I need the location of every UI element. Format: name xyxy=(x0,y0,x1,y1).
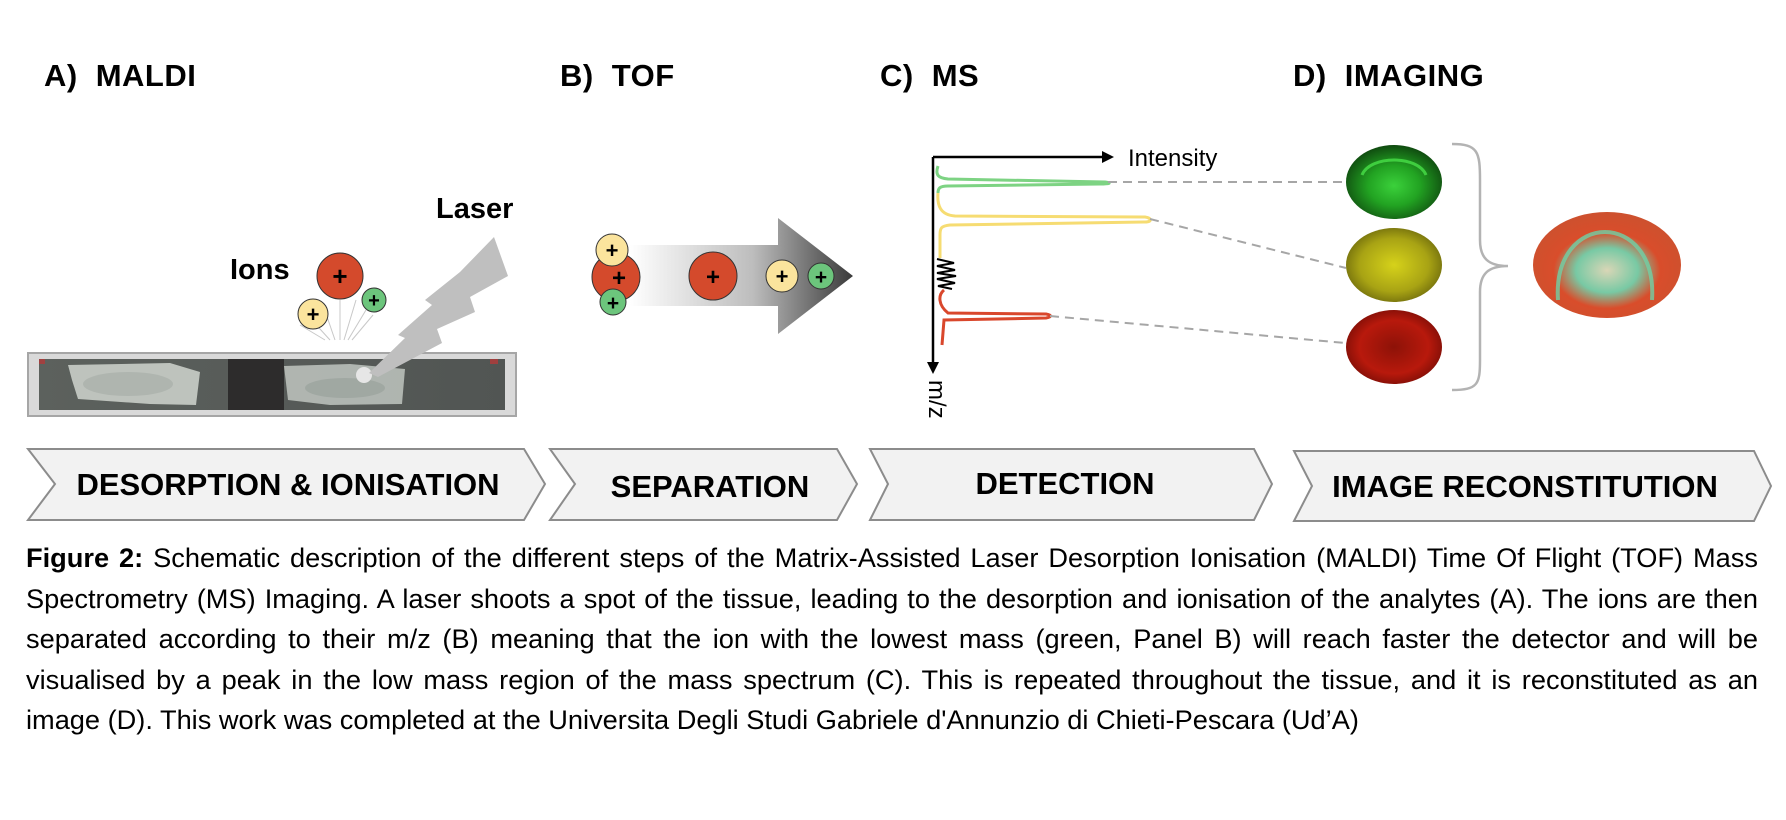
panel-letter: D) xyxy=(1293,58,1327,93)
ion-image-yellow xyxy=(1346,228,1442,302)
ms-spectrum: Intensity m/z xyxy=(923,145,1217,419)
slide-marker xyxy=(39,359,45,364)
caption-label: Figure 2: xyxy=(26,542,144,573)
tof-ion-red: + xyxy=(688,251,738,301)
merged-ion-image xyxy=(1533,212,1681,318)
ion-image-red xyxy=(1346,310,1442,384)
figure-caption: Figure 2: Schematic description of the d… xyxy=(26,538,1758,741)
peak-red xyxy=(938,288,1052,346)
tof-ion-green: + xyxy=(807,262,835,290)
step-image-reconstitution: IMAGE RECONSTITUTION xyxy=(1292,450,1773,522)
step-label: DETECTION xyxy=(975,466,1154,501)
panel-letter: A) xyxy=(44,58,78,93)
arrow-right-icon xyxy=(1102,151,1114,163)
slide-tape xyxy=(228,359,284,410)
step-chevron xyxy=(25,448,547,521)
image-detail xyxy=(1555,229,1655,301)
panel-title-tof: B) TOF xyxy=(560,58,675,94)
panel-name: TOF xyxy=(611,58,675,93)
ion-green xyxy=(599,288,627,316)
step-label: IMAGE RECONSTITUTION xyxy=(1332,469,1718,504)
ion-yellow: + xyxy=(297,298,329,330)
caption-text: Schematic description of the different s… xyxy=(26,542,1758,735)
tissue-detail xyxy=(83,372,173,396)
plus-icon: + xyxy=(815,266,827,289)
step-separation: SEPARATION xyxy=(548,448,859,521)
plus-icon: + xyxy=(612,265,626,292)
plus-icon: + xyxy=(307,302,320,327)
laser-spot xyxy=(356,367,372,383)
merged-image xyxy=(1533,212,1681,318)
plus-icon: + xyxy=(776,264,789,289)
peak-yellow xyxy=(936,192,1152,258)
intensity-label: Intensity xyxy=(1128,145,1217,172)
ions-label: Ions xyxy=(230,254,290,286)
tof-ion-cluster: + + + xyxy=(591,233,641,316)
panel-letter: B) xyxy=(560,58,594,93)
brace-icon xyxy=(1451,142,1509,392)
panel-letter: C) xyxy=(880,58,914,93)
arrow-down-icon xyxy=(927,362,939,374)
tof-arrow-icon xyxy=(630,218,853,334)
peak-green xyxy=(935,165,1111,194)
tissue-detail xyxy=(305,378,385,398)
ion-red: + xyxy=(316,252,364,300)
step-detection: DETECTION xyxy=(868,448,1274,521)
panel-title-maldi: A) MALDI xyxy=(44,58,196,94)
panel-name: MS xyxy=(931,58,980,93)
maldi-slide xyxy=(27,352,517,417)
peak-connectors xyxy=(1049,181,1352,344)
mz-label: m/z xyxy=(923,380,950,419)
plus-icon: + xyxy=(368,290,380,312)
image-detail xyxy=(1360,158,1428,176)
tof-ion-yellow: + xyxy=(765,259,799,293)
step-chevron xyxy=(868,448,1274,521)
slide-marker xyxy=(490,359,498,364)
ion-yellow xyxy=(595,233,629,267)
step-label: SEPARATION xyxy=(611,469,810,504)
ion-images xyxy=(1346,145,1442,384)
panel-name: IMAGING xyxy=(1344,58,1485,93)
step-label: DESORPTION & IONISATION xyxy=(76,467,499,502)
laser-label: Laser xyxy=(436,193,514,225)
plus-icon: + xyxy=(606,238,619,263)
noise-trace xyxy=(936,258,957,290)
panel-name: MALDI xyxy=(95,58,197,93)
connector-yellow xyxy=(1149,218,1347,269)
panel-title-ms: C) MS xyxy=(880,58,979,94)
step-desorption: DESORPTION & IONISATION xyxy=(25,448,547,521)
laser-beam-icon xyxy=(369,237,508,377)
connector-red xyxy=(1049,315,1346,344)
plus-icon: + xyxy=(706,264,720,291)
ion-image-green xyxy=(1346,145,1442,219)
plus-icon: + xyxy=(607,292,619,315)
ion-green: + xyxy=(361,287,387,313)
step-chevron xyxy=(548,448,859,521)
panel-title-imaging: D) IMAGING xyxy=(1293,58,1484,94)
plus-icon: + xyxy=(332,261,347,291)
step-chevron xyxy=(1292,450,1773,522)
